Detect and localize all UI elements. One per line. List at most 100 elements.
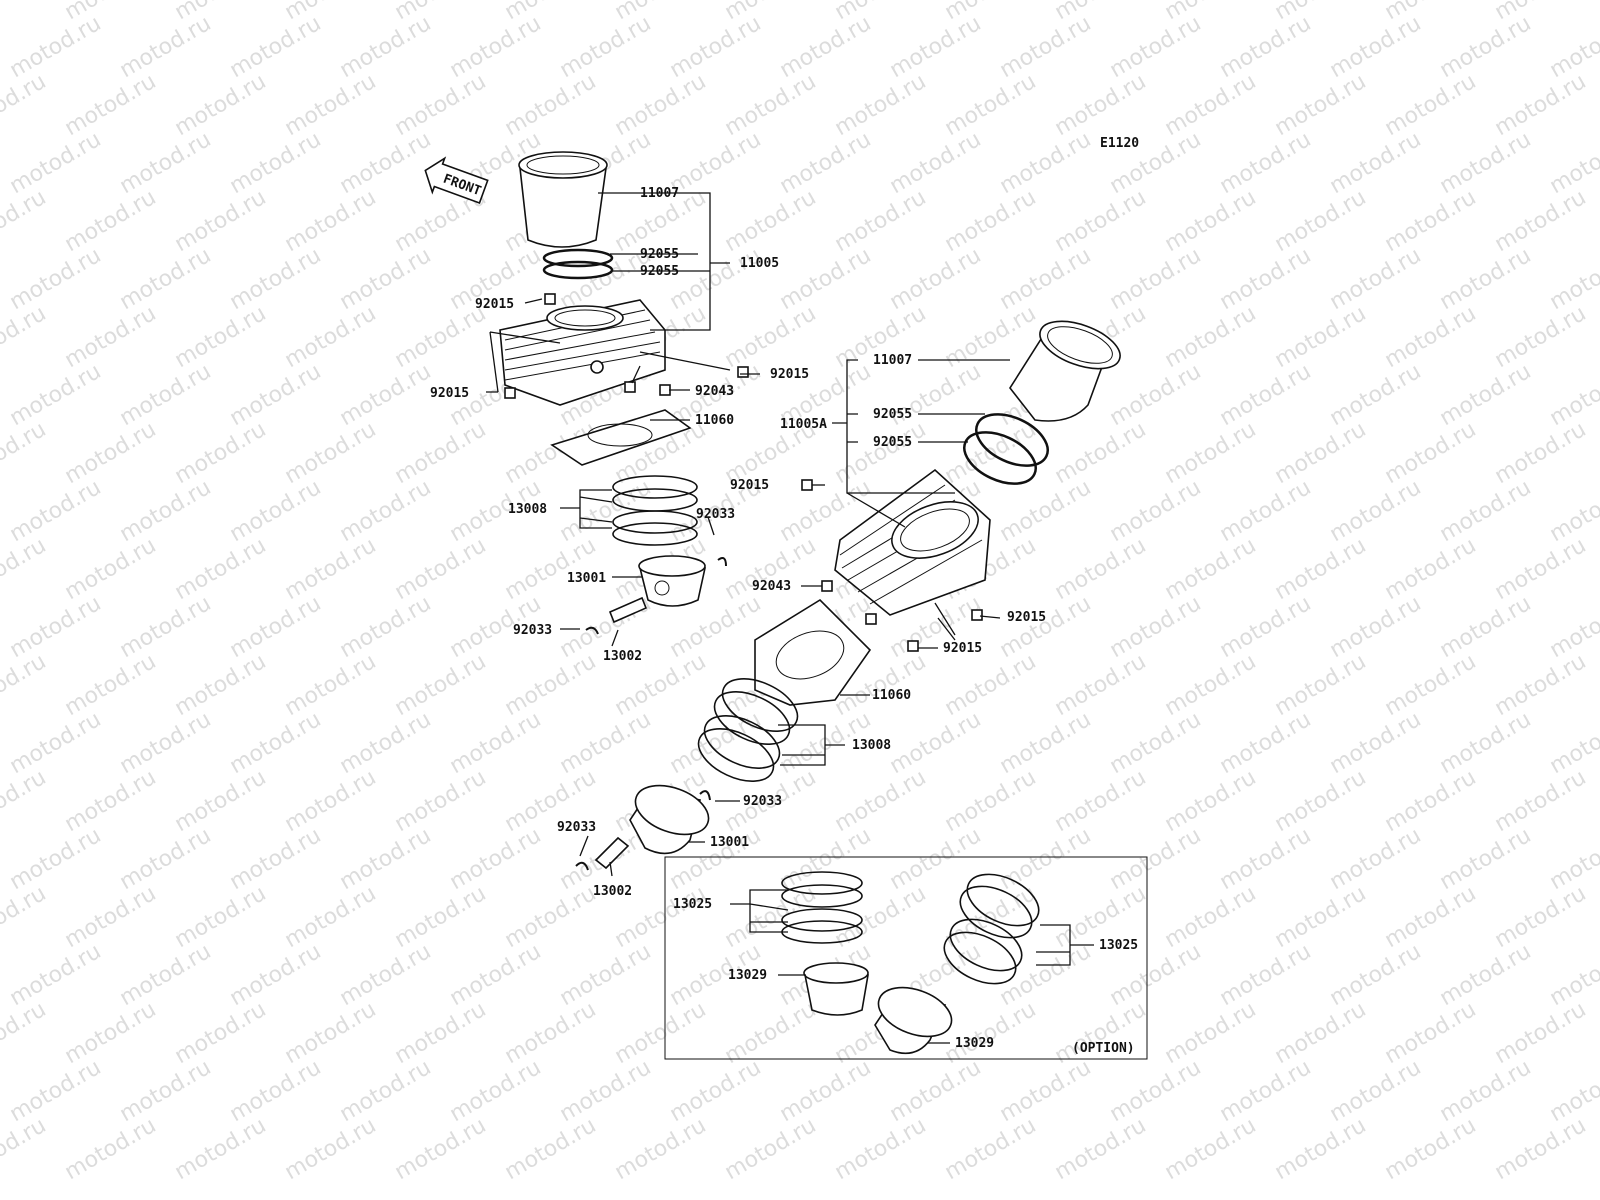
- watermark-text: motod.ru: [1491, 997, 1591, 1069]
- watermark-text: motod.ru: [1491, 765, 1591, 837]
- watermark-text: motod.ru: [611, 1113, 711, 1185]
- watermark-text: motod.ru: [336, 11, 436, 83]
- watermark-text: motod.ru: [1271, 881, 1371, 953]
- rear-base-gasket: [550, 409, 692, 466]
- watermark-text: motod.ru: [1326, 243, 1426, 315]
- watermark-text: motod.ru: [6, 823, 106, 895]
- watermark-text: motod.ru: [116, 823, 216, 895]
- option-label: (OPTION): [1072, 1041, 1135, 1056]
- watermark-text: motod.ru: [1106, 707, 1206, 779]
- watermark-text: motod.ru: [171, 185, 271, 257]
- watermark-text: motod.ru: [556, 939, 656, 1011]
- label-92033-rear-b: 92033: [513, 623, 552, 638]
- watermark-text: motod.ru: [116, 127, 216, 199]
- watermark-text: motod.ru: [1271, 301, 1371, 373]
- watermark-text: motod.ru: [1271, 533, 1371, 605]
- watermark-text: motod.ru: [1491, 417, 1591, 489]
- label-92015-rear-b: 92015: [430, 386, 469, 401]
- watermark-text: motod.ru: [611, 997, 711, 1069]
- watermark-text: motod.ru: [1381, 997, 1481, 1069]
- watermark-text: motod.ru: [281, 417, 381, 489]
- watermark-text: motod.ru: [61, 185, 161, 257]
- watermark-text: motod.ru: [1051, 185, 1151, 257]
- watermark-text: motod.ru: [776, 1055, 876, 1127]
- watermark-text: motod.ru: [776, 127, 876, 199]
- watermark-text: motod.ru: [391, 765, 491, 837]
- label-92055-rear-b: 92055: [640, 264, 679, 279]
- watermark-text: motod.ru: [336, 127, 436, 199]
- watermark-text: motod.ru: [831, 69, 931, 141]
- watermark-text: motod.ru: [1161, 881, 1261, 953]
- watermark-text: motod.ru: [1161, 185, 1261, 257]
- watermark-text: motod.ru: [1106, 243, 1206, 315]
- watermark-text: motod.ru: [1051, 997, 1151, 1069]
- watermark-text: motod.ru: [116, 11, 216, 83]
- diagram-code: E1120: [1100, 136, 1139, 151]
- watermark-text: motod.ru: [556, 1055, 656, 1127]
- label-92015-front-a: 92015: [730, 478, 769, 493]
- watermark-text: motod.ru: [1106, 1055, 1206, 1127]
- watermark-text: motod.ru: [941, 1113, 1041, 1185]
- watermark-text: motod.ru: [1436, 127, 1536, 199]
- label-92055-rear-a: 92055: [640, 247, 679, 262]
- watermark-text: motod.ru: [391, 649, 491, 721]
- watermark-text: motod.ru: [996, 127, 1096, 199]
- watermark-text: motod.ru: [226, 591, 326, 663]
- watermark-text: motod.ru: [1051, 69, 1151, 141]
- watermark-text: motod.ru: [336, 823, 436, 895]
- watermark-text: motod.ru: [776, 243, 876, 315]
- watermark-text: motod.ru: [171, 301, 271, 373]
- label-13001-rear: 13001: [567, 571, 606, 586]
- watermark-text: motod.ru: [0, 301, 50, 373]
- watermark-text: motod.ru: [226, 823, 326, 895]
- label-13025-option-a: 13025: [673, 897, 712, 912]
- watermark-text: motod.ru: [1381, 417, 1481, 489]
- watermark-text: motod.ru: [116, 359, 216, 431]
- watermark-text: motod.ru: [446, 939, 546, 1011]
- watermark-text: motod.ru: [6, 243, 106, 315]
- watermark-text: motod.ru: [281, 881, 381, 953]
- option-piston-rings-right: [943, 873, 1040, 985]
- watermark-text: motod.ru: [1161, 301, 1261, 373]
- watermark-text: motod.ru: [996, 11, 1096, 83]
- watermark-text: motod.ru: [1271, 765, 1371, 837]
- watermark-text: motod.ru: [1216, 11, 1316, 83]
- watermark-text: motod.ru: [116, 707, 216, 779]
- watermark-text: motod.ru: [1326, 359, 1426, 431]
- watermark-text: motod.ru: [776, 11, 876, 83]
- watermark-text: motod.ru: [1216, 707, 1316, 779]
- front-base-gasket: [754, 598, 872, 706]
- watermark-text: motod.ru: [721, 533, 821, 605]
- watermark-text: motod.ru: [1106, 359, 1206, 431]
- watermark-text: motod.ru: [1436, 243, 1536, 315]
- label-13029-option-b: 13029: [955, 1036, 994, 1051]
- watermark-text: motod.ru: [61, 997, 161, 1069]
- leader-lines: [486, 192, 1094, 1044]
- watermark-text: motod.ru: [1216, 475, 1316, 547]
- option-piston-right: [874, 986, 953, 1055]
- rear-piston: [638, 555, 706, 607]
- label-13002-rear: 13002: [603, 649, 642, 664]
- watermark-text: motod.ru: [446, 1055, 546, 1127]
- watermark-text: motod.ru: [1161, 533, 1261, 605]
- label-92055-front-b: 92055: [873, 435, 912, 450]
- watermark-text: motod.ru: [1326, 11, 1426, 83]
- watermark-text: motod.ru: [721, 997, 821, 1069]
- watermark-text: motod.ru: [1381, 69, 1481, 141]
- watermark-text: motod.ru: [281, 1113, 381, 1185]
- watermark-text: motod.ru: [0, 1113, 50, 1185]
- watermark-text: motod.ru: [831, 417, 931, 489]
- watermark-text: motod.ru: [996, 1055, 1096, 1127]
- watermark-text: motod.ru: [1326, 591, 1426, 663]
- watermark-text: motod.ru: [1161, 1113, 1261, 1185]
- watermark-text: motod.ru: [336, 359, 436, 431]
- watermark-text: motod.ru: [1106, 475, 1206, 547]
- watermark-text: motod.ru: [0, 649, 50, 721]
- watermark-text: motod.ru: [1381, 881, 1481, 953]
- watermark-text: motod.ru: [116, 1055, 216, 1127]
- watermark-text: motod.ru: [1326, 939, 1426, 1011]
- watermark-text: motod.ru: [1216, 359, 1316, 431]
- watermark-text: motod.ru: [0, 0, 50, 25]
- watermark-text: motod.ru: [1381, 185, 1481, 257]
- watermark-text: motod.ru: [1326, 707, 1426, 779]
